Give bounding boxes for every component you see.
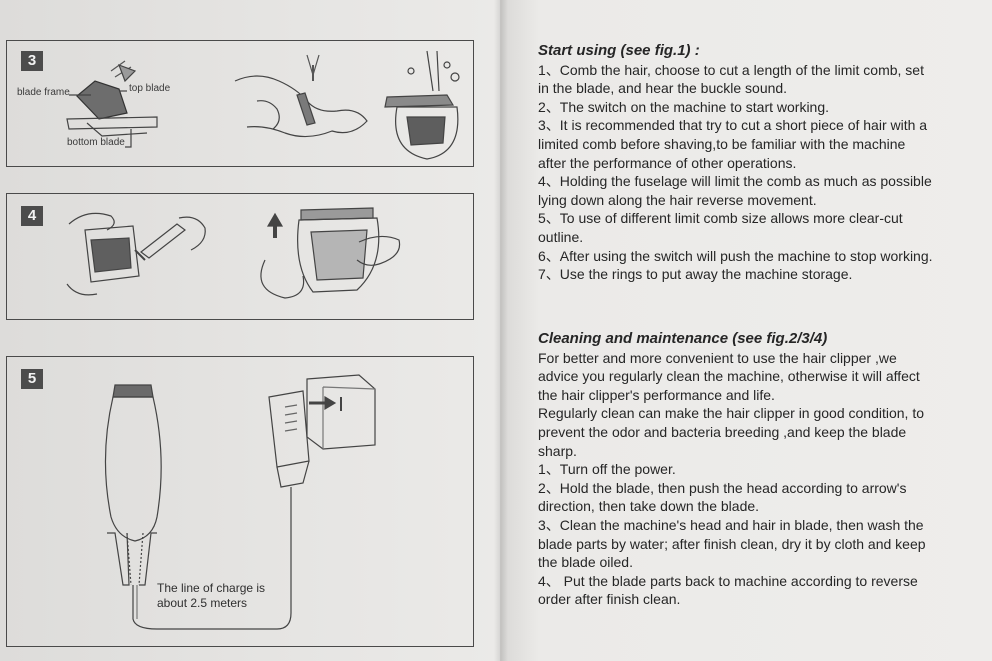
- left-page: [0, 0, 500, 661]
- figure-5-illustration: [104, 374, 376, 630]
- start-using-section: Start using (see fig.1) : 1、Comb the hai…: [538, 42, 978, 284]
- charge-note-line: about 2.5 meters: [157, 596, 248, 610]
- figure-5-number: 5: [21, 369, 43, 389]
- cleaning-line: 1、Turn off the power.: [538, 461, 676, 478]
- start-using-line: 2、The switch on the machine to start wor…: [538, 98, 830, 115]
- cleaning-line: order after finish clean.: [538, 591, 681, 608]
- start-using-line: in the blade, and hear the buckle sound.: [538, 80, 788, 97]
- start-using-line: 5、To use of different limit comb size al…: [538, 210, 903, 227]
- cleaning-section: Cleaning and maintenance (see fig.2/3/4)…: [538, 330, 978, 609]
- start-using-line: after the performance of other operation…: [538, 154, 797, 171]
- start-using-line: 1、Comb the hair, choose to cut a length …: [538, 61, 924, 78]
- top-blade-label: top blade: [129, 83, 171, 94]
- figure-3-illustration: [66, 50, 460, 160]
- cleaning-line: 2、Hold the blade, then push the head acc…: [538, 479, 907, 496]
- figure-5-panel: 5 The line of charge is about 2.5 meters: [6, 356, 474, 647]
- bottom-blade-label: bottom blade: [67, 137, 125, 148]
- start-using-line: limited comb before shaving,to be famili…: [538, 135, 906, 152]
- start-using-line: lying down along the hair reverse moveme…: [538, 191, 817, 208]
- figure-4-number: 4: [21, 206, 43, 226]
- right-page: [500, 0, 992, 661]
- cleaning-line: the hair clipper's performance and life.: [538, 386, 775, 403]
- start-using-line: 3、It is recommended that try to cut a sh…: [538, 117, 928, 134]
- figure-3-number: 3: [21, 51, 43, 71]
- cleaning-line: blade parts by water; after finish clean…: [538, 535, 926, 552]
- cleaning-line: sharp.: [538, 442, 577, 459]
- start-using-line: outline.: [538, 228, 584, 245]
- charge-line-note: The line of charge is about 2.5 meters: [157, 581, 265, 611]
- cleaning-line: 4、 Put the blade parts back to machine a…: [538, 572, 918, 589]
- blade-frame-label: blade frame: [17, 87, 70, 98]
- start-using-body: 1、Comb the hair, choose to cut a length …: [538, 61, 978, 284]
- cleaning-line: advice you regularly clean the machine, …: [538, 368, 920, 385]
- start-using-line: 6、After using the switch will push the m…: [538, 247, 933, 264]
- cleaning-line: prevent the odor and bacteria breeding ,…: [538, 423, 907, 440]
- cleaning-line: For better and more convenient to use th…: [538, 349, 897, 366]
- charge-note-line: The line of charge is: [157, 581, 266, 595]
- figure-3-panel: 3 blade frame top blade: [6, 40, 474, 167]
- cleaning-heading: Cleaning and maintenance (see fig.2/3/4): [538, 330, 828, 347]
- cleaning-line: direction, then take down the blade.: [538, 498, 760, 515]
- figure-4-illustration: [66, 207, 401, 299]
- figure-4-panel: 4: [6, 193, 474, 320]
- cleaning-line: 3、Clean the machine's head and hair in b…: [538, 516, 924, 533]
- start-using-line: 4、Holding the fuselage will limit the co…: [538, 173, 932, 190]
- cleaning-line: Regularly clean can make the hair clippe…: [538, 405, 925, 422]
- cleaning-body: For better and more convenient to use th…: [538, 349, 978, 609]
- page-fold: [494, 0, 508, 661]
- start-using-heading: Start using (see fig.1) :: [538, 42, 700, 59]
- start-using-line: 7、Use the rings to put away the machine …: [538, 266, 853, 283]
- cleaning-line: the blade oiled.: [538, 554, 633, 571]
